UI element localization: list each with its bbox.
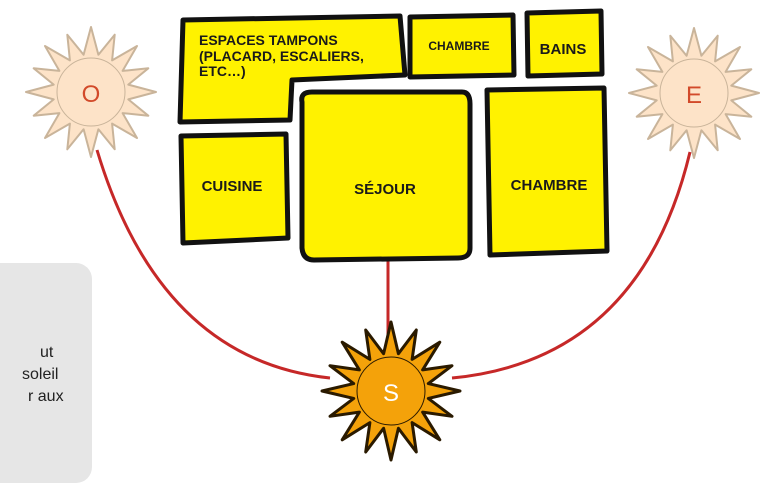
caption-line-1: ut xyxy=(40,344,54,361)
sun-west-disc xyxy=(56,57,126,127)
caption-line-3: r aux xyxy=(28,388,64,405)
sejour-room xyxy=(299,89,473,263)
chambre-north-room xyxy=(407,12,517,80)
chambre-north-label: CHAMBRE xyxy=(428,39,489,53)
sun-path-lines xyxy=(95,149,692,380)
buffer-space-label-line-3: ETC…) xyxy=(199,63,246,79)
cuisine-room xyxy=(178,131,291,246)
east-sun-path xyxy=(451,151,692,380)
cuisine-label: CUISINE xyxy=(202,178,263,195)
suns xyxy=(25,26,760,462)
bains-label: BAINS xyxy=(540,41,587,58)
sun-south-letter: S xyxy=(383,380,399,407)
floor-plan xyxy=(177,8,610,263)
sun-west-letter: O xyxy=(82,81,101,108)
caption-text: ut soleil r aux xyxy=(0,342,64,408)
sun-east-letter: E xyxy=(686,82,702,109)
house-orientation-diagram: ESPACES TAMPONS (PLACARD, ESCALIERS, ETC… xyxy=(25,8,760,462)
sun-east-disc xyxy=(659,58,729,128)
west-sun-path xyxy=(95,149,331,380)
buffer-space-room xyxy=(177,13,408,125)
caption-line-2: soleil xyxy=(22,366,59,383)
bains-room xyxy=(524,8,605,79)
chambre-east-label: CHAMBRE xyxy=(511,177,588,194)
buffer-space-label-line-1: ESPACES TAMPONS xyxy=(199,32,338,48)
caption-panel xyxy=(0,263,92,483)
buffer-space-label-line-2: (PLACARD, ESCALIERS, xyxy=(199,48,364,64)
chambre-east-room xyxy=(484,85,610,258)
sun-south-disc xyxy=(356,356,426,426)
sejour-label: SÉJOUR xyxy=(354,181,416,198)
